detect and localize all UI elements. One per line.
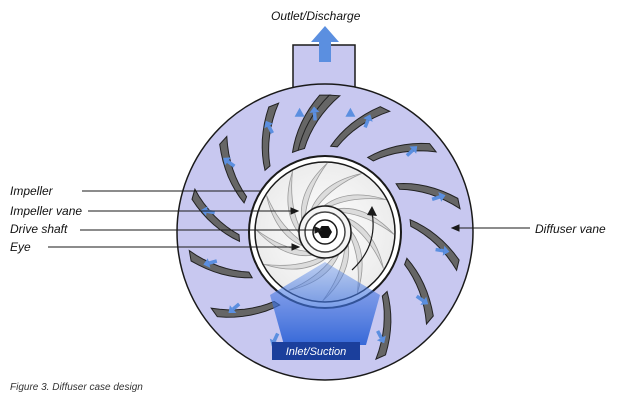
impeller-vane [263, 257, 327, 270]
flow-arrowhead-icon [409, 146, 418, 154]
inlet-label-background [272, 342, 360, 360]
flow-arrow-icon [363, 119, 370, 129]
flow-arrowhead-icon [223, 157, 231, 166]
outlet-arrow-icon [311, 26, 339, 62]
inlet-suction-label: Inlet/Suction [285, 346, 347, 358]
diffuser-vane [395, 182, 461, 210]
impeller-vane [287, 170, 300, 234]
flow-arrow-icon [405, 148, 414, 157]
impeller-vane [310, 173, 362, 210]
flow-arrowhead-icon [294, 107, 305, 117]
impeller-label: Impeller [10, 184, 53, 198]
flow-arrowhead-icon [363, 114, 373, 122]
flow-arrowhead-icon [442, 245, 450, 256]
impeller-vane [300, 162, 328, 220]
diffuser-vane [366, 142, 438, 162]
impeller-vane [266, 195, 303, 247]
diffuser-vane [404, 257, 434, 326]
flow-arrowhead-icon [264, 120, 274, 129]
diffuser-vane [409, 218, 460, 272]
rotation-arrow-icon [351, 211, 374, 271]
flow-arrow-icon [226, 160, 236, 168]
diffuser-vane [375, 290, 392, 361]
outlet-discharge-label: Outlet/Discharge [271, 9, 361, 23]
impeller-vane [323, 194, 387, 207]
flow-arrows [200, 106, 450, 347]
rotation-arrowhead-icon [367, 206, 377, 216]
flow-arrow-icon [267, 125, 274, 134]
eye-arrowhead [291, 243, 301, 251]
diffuser-vanes [188, 94, 461, 361]
impeller-vane [347, 217, 384, 269]
impeller-vane [337, 207, 395, 235]
flow-arrowhead-icon [376, 335, 386, 344]
diffuser-vane-label: Diffuser vane [535, 222, 606, 236]
leader-lines [48, 190, 530, 251]
impeller-vane-arrowhead [290, 207, 300, 215]
impeller-vane-label: Impeller vane [10, 204, 83, 218]
flow-arrow-icon [312, 112, 317, 121]
diffuser-vane [329, 106, 391, 148]
flow-arrow-icon [272, 332, 280, 342]
eye-label: Eye [10, 240, 31, 254]
figure-caption: Figure 3. Diffuser case design [10, 382, 143, 393]
drive-shaft-label: Drive shaft [10, 222, 68, 236]
diffuser-vane [261, 102, 280, 172]
drive-shaft-arrowhead [314, 226, 324, 234]
flow-arrow-icon [431, 195, 441, 201]
flow-arrow-icon [435, 247, 444, 253]
flow-arrowhead-icon [345, 107, 356, 117]
impeller-blades [255, 162, 395, 302]
diffuser-vane [219, 135, 248, 204]
flow-arrowhead-icon [309, 106, 320, 113]
flow-arrowhead-icon [228, 305, 237, 313]
diffuser-vane [297, 94, 342, 152]
flow-arrow-icon [231, 302, 241, 311]
diffuser-vane [210, 300, 281, 318]
flow-arrowhead-icon [438, 192, 446, 202]
flow-arrowhead-icon [420, 296, 429, 305]
drive-shaft [318, 226, 332, 238]
flow-arrow-icon [415, 294, 425, 303]
flow-arrowhead-icon [203, 258, 211, 268]
flow-arrow-icon [376, 330, 383, 339]
flow-arrow-icon [208, 259, 218, 265]
diffuser-vane-arrowhead [450, 224, 460, 232]
inlet-jet [270, 262, 380, 345]
diffuser-vane [188, 249, 254, 279]
